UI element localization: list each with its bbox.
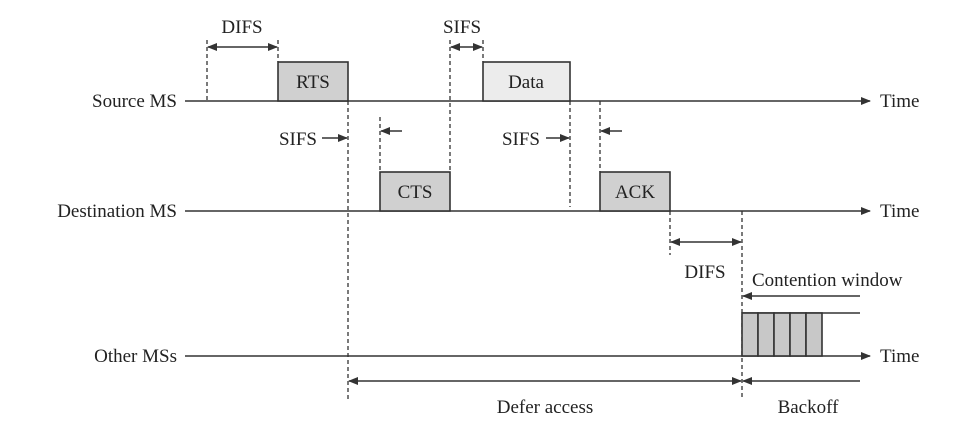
backoff-slot [789, 312, 807, 357]
svg-text:Backoff: Backoff [778, 397, 840, 418]
guide-lines [206, 40, 743, 400]
svg-text:RTS: RTS [296, 72, 330, 93]
data-frame: Data [482, 61, 571, 102]
svg-text:Contention window: Contention window [752, 270, 903, 291]
cts-frame: CTS [379, 171, 451, 212]
svg-text:DIFS: DIFS [684, 262, 725, 283]
defer-access-interval: Defer access [348, 377, 742, 418]
sifs-top-interval: SIFS [443, 17, 483, 51]
svg-text:ACK: ACK [615, 182, 655, 203]
svg-text:DIFS: DIFS [221, 17, 262, 38]
backoff-slot [741, 312, 759, 357]
sifs-rts-cts-interval: SIFS [279, 127, 402, 150]
backoff-slot [805, 312, 823, 357]
backoff-interval: Backoff [742, 377, 860, 418]
source-time-label: Time [880, 91, 919, 112]
backoff-slots [741, 312, 860, 357]
destination-timeline: Destination MS Time [57, 201, 919, 222]
svg-text:CTS: CTS [398, 182, 433, 203]
other-ms-label: Other MSs [94, 346, 177, 367]
source-ms-label: Source MS [92, 91, 177, 112]
svg-text:Data: Data [508, 72, 544, 93]
svg-text:SIFS: SIFS [279, 129, 317, 150]
backoff-slot [757, 312, 775, 357]
svg-text:SIFS: SIFS [502, 129, 540, 150]
difs-bottom-interval: DIFS [670, 238, 742, 283]
ack-frame: ACK [599, 171, 671, 212]
sifs-data-ack-interval: SIFS [502, 127, 622, 150]
contention-window: Contention window [742, 270, 903, 300]
other-time-label: Time [880, 346, 919, 367]
difs-top-interval: DIFS [207, 17, 278, 51]
svg-text:SIFS: SIFS [443, 17, 481, 38]
destination-time-label: Time [880, 201, 919, 222]
backoff-slot [773, 312, 791, 357]
destination-ms-label: Destination MS [57, 201, 177, 222]
svg-text:Defer access: Defer access [497, 397, 594, 418]
rts-frame: RTS [277, 61, 349, 102]
